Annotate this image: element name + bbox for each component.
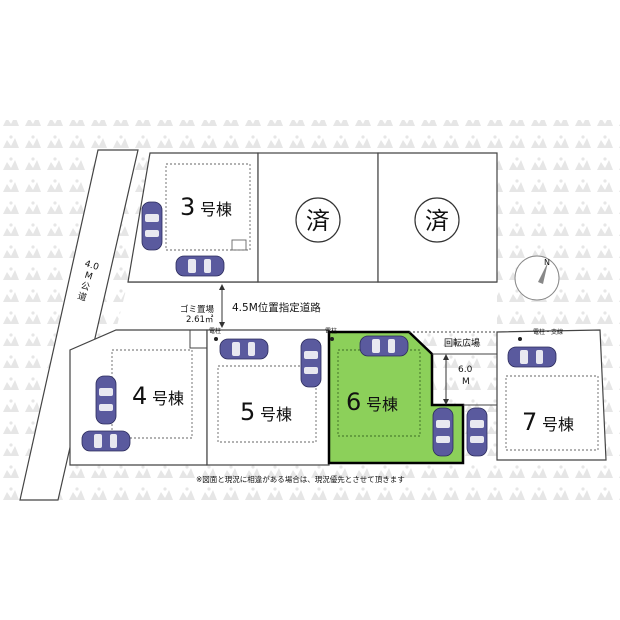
lot-4-number: 4 [132, 382, 147, 410]
compass-icon [514, 255, 560, 301]
car-icon [141, 201, 163, 251]
public-road [19, 149, 139, 501]
car-icon [300, 338, 322, 388]
sold-mark-1: 済 [306, 207, 330, 235]
car-icon [432, 407, 454, 457]
public-road-width: 4.0 [83, 259, 100, 273]
turnaround-label: 回転広場 [444, 337, 480, 349]
lot-7-number: 7 [522, 408, 537, 436]
car-icon [81, 430, 131, 452]
turnaround-width: 6.0 [458, 365, 473, 375]
pole-2-label: 電柱 [325, 327, 337, 335]
garbage-area: 2.61㎡ [186, 315, 214, 325]
garbage-label: ゴミ置場 [180, 304, 215, 315]
car-icon [466, 407, 488, 457]
lot-5-number: 5 [240, 398, 255, 426]
lot-3-building [165, 163, 251, 251]
pole-branch-label: 電柱・支線 [533, 328, 563, 336]
private-road-label: 4.5M位置指定道路 [232, 301, 321, 314]
car-icon [359, 335, 409, 357]
lot-3-suffix: 号棟 [200, 200, 232, 219]
private-road [116, 282, 497, 330]
pole-1 [214, 337, 218, 341]
car-icon [219, 338, 269, 360]
public-road-label: 4.0 M 公 道 [76, 259, 100, 304]
pole-2 [330, 337, 334, 341]
lot-4-suffix: 号棟 [152, 389, 184, 408]
car-icon [507, 346, 557, 368]
sold-mark-2-circle [414, 197, 460, 243]
lot-5-suffix: 号棟 [260, 405, 292, 424]
lot-6 [327, 330, 465, 465]
public-road-kind-2: 道 [76, 290, 88, 304]
sold-mark-1-circle [295, 197, 341, 243]
turnaround-unit: M [462, 377, 470, 387]
lot-5-building [217, 365, 317, 443]
pole-1-label: 電柱 [209, 327, 221, 335]
lot-7-suffix: 号棟 [542, 415, 574, 434]
lot-6-number: 6 [346, 388, 361, 416]
car-icon [95, 375, 117, 425]
public-road-unit: M [83, 271, 93, 283]
sold-mark-2: 済 [425, 207, 449, 235]
car-icon [175, 255, 225, 277]
lot-6-suffix: 号棟 [366, 395, 398, 414]
disclaimer-note: ※図面と現況に相違がある場合は、現況優先とさせて頂きます [196, 474, 405, 484]
public-road-kind-1: 公 [79, 280, 91, 293]
lot-3-number: 3 [180, 193, 195, 221]
pole-3 [518, 337, 522, 341]
lot-7-building [505, 375, 599, 451]
compass-north-label: N [544, 258, 550, 267]
